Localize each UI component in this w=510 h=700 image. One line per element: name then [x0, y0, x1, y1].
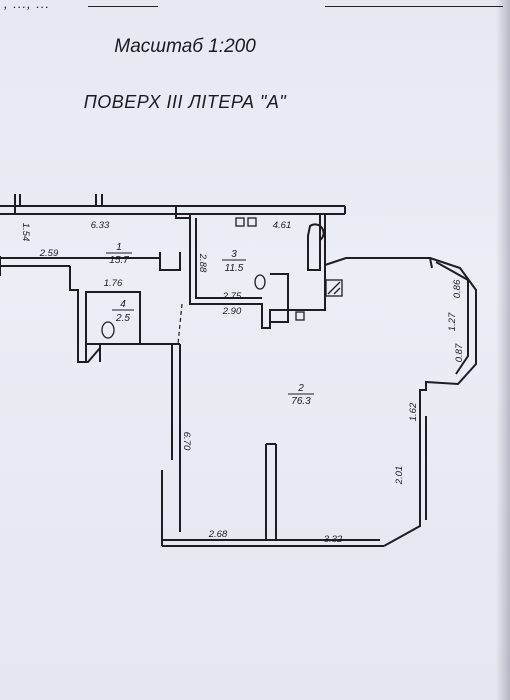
- room-2-number: 2: [297, 383, 304, 394]
- dimension-label: 2.90: [222, 306, 242, 317]
- room-labels: 1 15.7 3 11.5 4 2.5 2 76.3: [106, 242, 314, 407]
- room-3-area: 11.5: [225, 263, 244, 274]
- header-underline-1: [88, 6, 158, 7]
- dimension-label: 1.27: [447, 312, 458, 331]
- dimension-label: 2.01: [394, 466, 405, 486]
- dimension-label: 4.61: [273, 220, 292, 231]
- room-3-number: 3: [231, 249, 237, 260]
- dimension-label: 1.62: [408, 402, 419, 421]
- dimension-label: 1.76: [104, 278, 123, 289]
- page-edge-shadow: [496, 0, 510, 700]
- dimension-label: 3.32: [324, 534, 343, 545]
- room-4-number: 4: [120, 299, 126, 310]
- room-1-area: 15.7: [109, 255, 129, 266]
- header-fragment-text: , ..., ...: [4, 0, 51, 11]
- dimension-label: 2.88: [197, 253, 208, 273]
- dimension-label: 1.54: [20, 223, 31, 242]
- header-underline-2: [325, 6, 503, 7]
- room-1-number: 1: [116, 242, 122, 253]
- dimension-label: 2.59: [39, 248, 59, 259]
- sink-icon: [295, 311, 305, 321]
- door-openings: [177, 303, 183, 345]
- toilet-icon: [101, 321, 115, 339]
- dimension-label: 0.87: [454, 343, 465, 362]
- dimension-labels: 1.54 6.33 4.61 2.59 2.88 1.76 2.75 2.90 …: [20, 220, 465, 545]
- fixtures: [101, 217, 343, 339]
- room-4-area: 2.5: [115, 313, 130, 324]
- dimension-label: 0.86: [452, 279, 463, 298]
- walls: [0, 194, 477, 547]
- toilet-icon: [254, 274, 266, 290]
- scale-label: Масштаб 1:200: [114, 36, 256, 57]
- stair-icon: [325, 279, 343, 297]
- floor-title: ПОВЕРХ III ЛІТЕРА "А": [83, 92, 287, 112]
- dimension-label: 6.70: [181, 432, 192, 451]
- dimension-label: 2.75: [222, 291, 242, 302]
- dimension-label: 6.33: [91, 220, 110, 231]
- cut-off-header: , ..., ...: [0, 0, 510, 14]
- room-2-area: 76.3: [291, 396, 311, 407]
- dimension-label: 2.68: [208, 529, 228, 540]
